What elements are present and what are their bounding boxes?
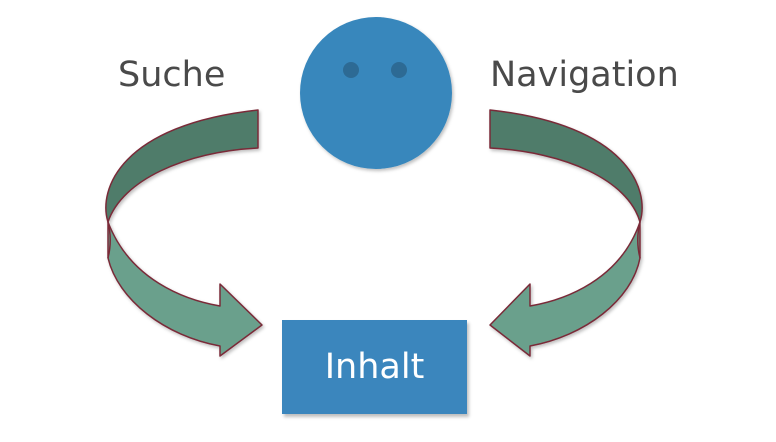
content-label: Inhalt — [324, 347, 425, 387]
navigation-label: Navigation — [490, 55, 679, 95]
content-box: Inhalt — [282, 320, 467, 414]
search-arrow-icon — [105, 109, 263, 357]
right-eye-icon — [391, 62, 407, 78]
search-label: Suche — [118, 55, 226, 95]
left-eye-icon — [343, 62, 359, 78]
navigation-arrow-icon — [489, 109, 643, 357]
user-face-icon — [300, 17, 452, 169]
